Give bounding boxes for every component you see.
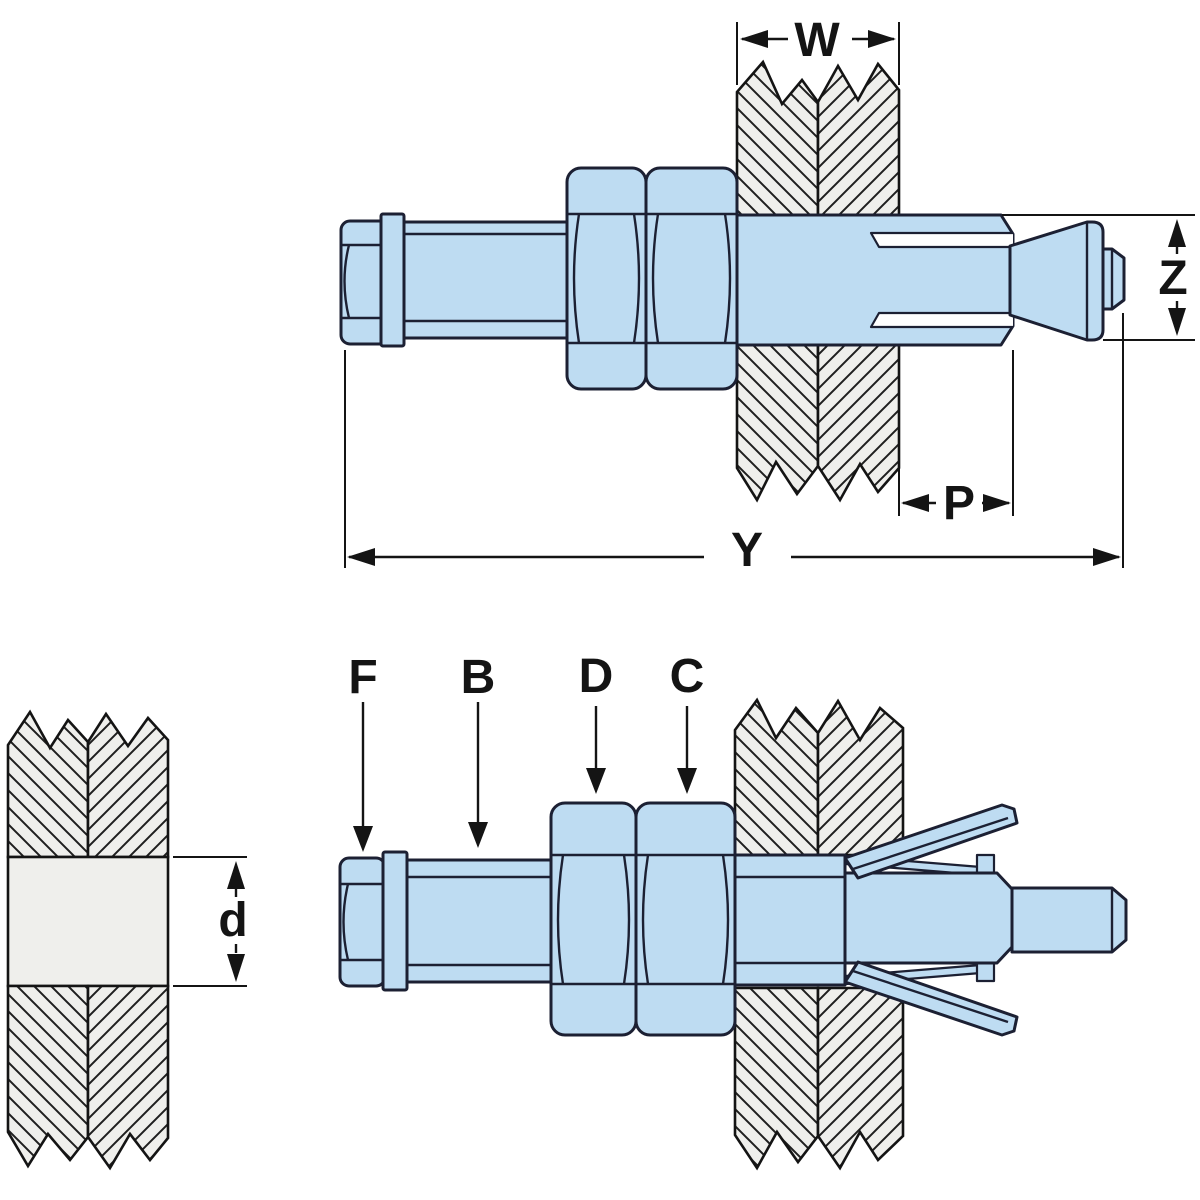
w-extension-lines [736,22,900,85]
callout-label-c: C [670,650,705,703]
bolt-assembly [339,166,739,391]
drill-wall-lower-right-hatch [86,984,170,1171]
drill-hole [6,855,170,988]
nut-outer-2 [634,801,737,1037]
threaded-stub [1010,886,1128,954]
p-arrow-right [983,494,1011,512]
nut-inner [565,166,648,391]
callout-d: D [579,650,614,794]
callout-f-arrow [353,826,373,852]
installed-view: W Z P Y [339,14,1195,577]
cone-core [843,871,1014,965]
dim-label-z: Z [1158,252,1187,305]
wall2-lower-right-hatch [816,986,905,1171]
wall-lower-left-hatch [735,343,820,503]
d-arrow-up [227,861,245,889]
expanded-leg-bottom [843,960,1019,1037]
callout-label-d: D [579,650,614,703]
shell-slot-lines [735,875,845,965]
dim-label-p: P [943,477,975,530]
leg-top-thickness-line [852,816,1009,871]
callout-c: C [670,650,705,794]
drilled-wall-section: d [6,709,248,1171]
wall-upper-right-hatch [816,61,901,217]
drill-wall-upper-right-hatch [86,711,170,859]
dimension-d: d [173,856,248,987]
drill-wall-upper-left-hatch [6,709,90,859]
callout-d-arrow [586,768,606,794]
dim-label-w: W [794,14,840,67]
wall-section [735,59,901,503]
callout-label-f: F [348,651,377,704]
z-arrow-down [1168,308,1186,336]
dim-label-d: d [218,894,247,947]
dimension-w: W [736,14,900,85]
expansion-sleeve [735,213,1126,347]
shell-tab-top [975,853,996,875]
drill-wall-lower-left-hatch [6,984,90,1169]
callout-label-b: B [461,651,496,704]
p-arrow-left [901,494,929,512]
wall-upper-left-hatch [735,59,820,217]
head-barrel-curve [343,244,351,319]
washer [379,212,406,348]
bolt-assembly-expanded [338,801,737,1037]
hex-head-2 [338,856,387,988]
nut-inner-2 [549,801,638,1037]
head2-barrel-curve [342,883,350,961]
washer-2 [381,850,409,992]
y-arrow-left [347,548,375,566]
sleeve-shell [733,853,847,987]
expanded-leg-top [843,803,1019,880]
w-arrow-left [740,30,768,48]
dimension-z: Z [1002,214,1195,341]
wall-lower-right-hatch [816,343,901,503]
nut-outer [644,166,739,391]
callout-f: F [348,651,378,852]
wall2-lower-left-hatch [733,986,820,1171]
d-arrow-down [227,954,245,982]
bolt-shank-2 [394,858,562,984]
w-arrow-right [868,30,896,48]
z-reference-lines [1002,214,1195,341]
d-extension-lines [173,856,247,987]
dimension-p: P [898,350,1014,530]
leg-bottom-thickness-line [852,969,1009,1024]
y-extension-lines [344,313,1124,568]
shell-tab-bottom [975,961,996,983]
callout-b-arrow [468,822,488,848]
expanded-view: d [6,650,1128,1171]
y-arrow-right [1093,548,1121,566]
wall2-upper-right-hatch [816,698,905,857]
sleeve-slot-bottom [869,311,1013,329]
wall2-upper-left-hatch [733,697,820,857]
z-arrow-up [1168,219,1186,247]
wall-section-expanded [733,697,905,1171]
expander-cone [1008,220,1105,342]
bolt-shank [388,220,577,340]
expanded-anchor [733,803,1128,1037]
dimension-y: Y [344,313,1124,577]
sleeve-slot-top [869,231,1013,249]
anchor-tip [1101,247,1126,311]
dim-label-y: Y [731,524,763,577]
callout-b: B [461,651,496,848]
callout-c-arrow [677,768,697,794]
p-extension-lines [898,350,1014,516]
